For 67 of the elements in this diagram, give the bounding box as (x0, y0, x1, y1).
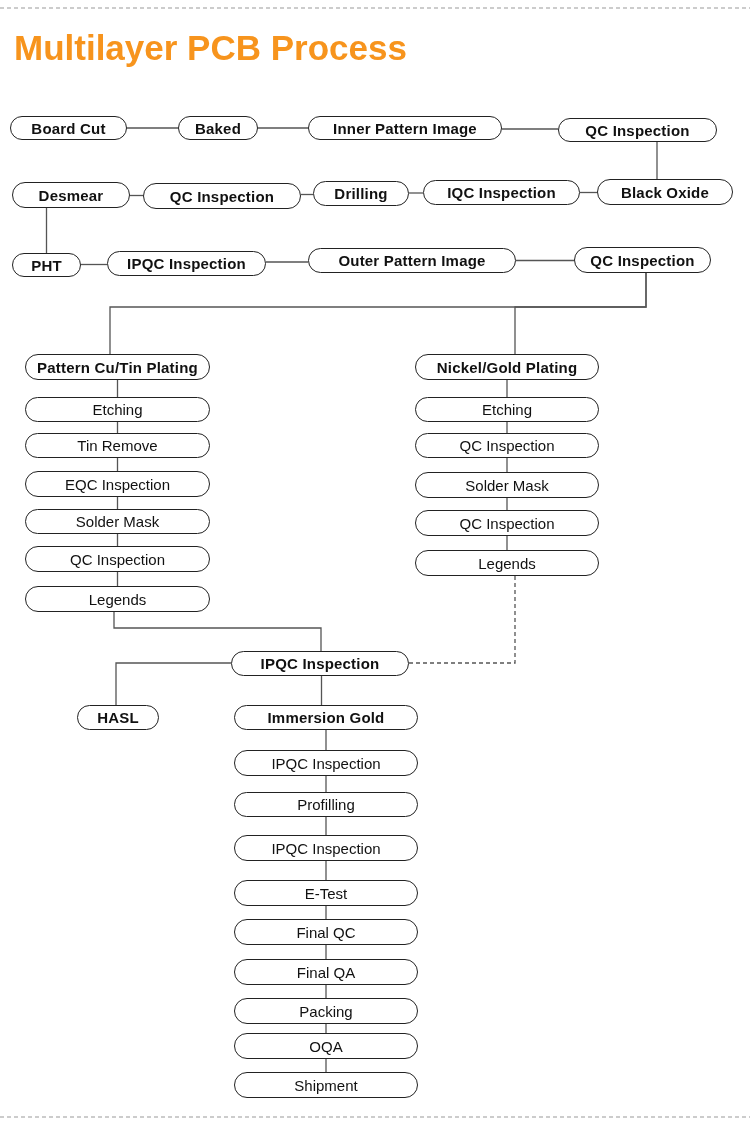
process-step: QC Inspection (25, 546, 210, 572)
connector-line (325, 984, 327, 999)
process-stage: IPQC Inspection (231, 651, 409, 676)
connector-line (501, 128, 559, 130)
process-stage: QC Inspection (558, 118, 717, 142)
connector-line (325, 860, 327, 881)
connector-line (45, 207, 48, 254)
process-step: Tin Remove (25, 433, 210, 458)
process-step: Final QC (234, 919, 418, 945)
process-stage: Nickel/Gold Plating (415, 354, 599, 380)
process-stage: Baked (178, 116, 258, 140)
process-stage: QC Inspection (143, 183, 301, 209)
connector-line (325, 729, 327, 751)
process-step: Etching (25, 397, 210, 422)
connector-line (506, 379, 508, 398)
connector-line (506, 497, 508, 511)
connector-line (506, 535, 508, 551)
process-step: Etching (415, 397, 599, 422)
process-step: QC Inspection (415, 433, 599, 458)
connector-line (515, 259, 575, 262)
process-stage: PHT (12, 253, 81, 277)
process-step: Legends (25, 586, 210, 612)
connector-line (265, 261, 309, 263)
process-step: Legends (415, 550, 599, 576)
connector-line (514, 272, 647, 355)
process-step: Solder Mask (25, 509, 210, 534)
connector-line (325, 905, 327, 920)
connector-line (115, 662, 232, 706)
connector-line (506, 457, 508, 473)
connector-line (325, 775, 327, 793)
dashed-connector (408, 575, 516, 664)
process-stage: HASL (77, 705, 159, 730)
process-step: Shipment (234, 1072, 418, 1098)
process-stage: Black Oxide (597, 179, 733, 205)
process-stage: Outer Pattern Image (308, 248, 516, 273)
process-step: QC Inspection (415, 510, 599, 536)
connector-line (325, 1058, 327, 1073)
process-step: Profilling (234, 792, 418, 817)
process-step: Final QA (234, 959, 418, 985)
process-stage: Board Cut (10, 116, 127, 140)
process-step: Solder Mask (415, 472, 599, 498)
process-step: IPQC Inspection (234, 835, 418, 861)
connector-line (325, 944, 327, 960)
process-stage: Pattern Cu/Tin Plating (25, 354, 210, 380)
process-stage: IQC Inspection (423, 180, 580, 205)
process-stage: QC Inspection (574, 247, 711, 273)
connector-line (656, 141, 658, 180)
connector-line (80, 263, 108, 266)
process-stage: Drilling (313, 181, 409, 206)
process-stage: Inner Pattern Image (308, 116, 502, 140)
connector-line (113, 611, 322, 652)
process-stage: Immersion Gold (234, 705, 418, 730)
process-step: E-Test (234, 880, 418, 906)
process-stage: IPQC Inspection (107, 251, 266, 276)
title: Multilayer PCB Process (14, 28, 407, 68)
process-step: Packing (234, 998, 418, 1024)
connector-line (506, 421, 508, 434)
connector-line (320, 675, 323, 706)
connector-line (126, 127, 179, 129)
connector-line (257, 127, 309, 129)
process-step: IPQC Inspection (234, 750, 418, 776)
connector-line (325, 816, 327, 836)
connector-line (408, 192, 424, 194)
connector-line (325, 1023, 327, 1034)
process-step: OQA (234, 1033, 418, 1059)
process-step: EQC Inspection (25, 471, 210, 497)
process-stage: Desmear (12, 182, 130, 208)
